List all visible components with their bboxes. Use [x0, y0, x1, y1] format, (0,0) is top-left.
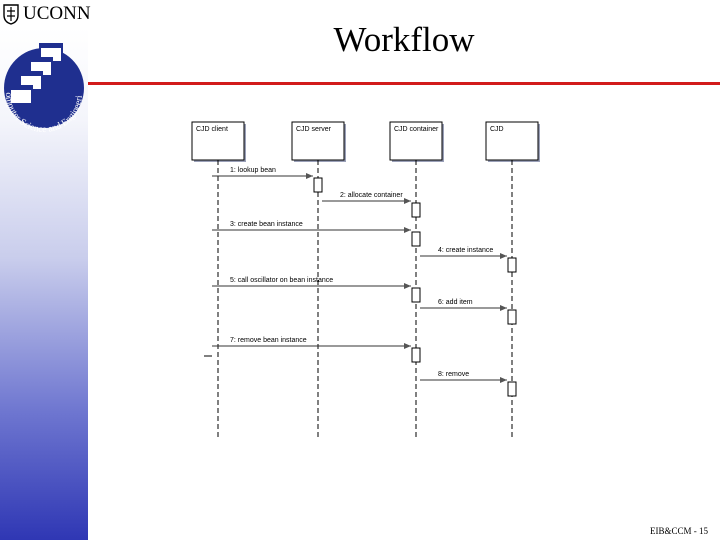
message-label: 2: allocate container: [340, 192, 403, 199]
participant-label: CJD container: [394, 126, 439, 133]
university-seal-icon: [3, 4, 19, 25]
brand-header: UCONN: [2, 2, 91, 26]
arrow-head: [404, 198, 411, 204]
participant-box: [485, 121, 539, 161]
arrow-head: [500, 377, 507, 383]
activation-box: [411, 231, 421, 247]
arrow-head: [500, 253, 507, 259]
arrow-head: [500, 305, 507, 311]
message-label: 4: create instance: [438, 247, 493, 254]
arrow-head: [404, 343, 411, 349]
message-label: 5: call oscillator on bean instance: [230, 277, 333, 284]
message-label: 6: add item: [438, 299, 473, 306]
activation-box: [411, 202, 421, 218]
sequence-diagram: CJD client CJD server CJD container CJD 1: l…: [191, 121, 540, 438]
participant-label: CJD client: [196, 126, 228, 133]
activation-box: [507, 381, 517, 397]
activation-box: [313, 177, 323, 193]
participant-label: CJD: [490, 126, 504, 133]
participant-box: [291, 121, 345, 161]
participant-box: [191, 121, 245, 161]
participant-box: [389, 121, 443, 161]
message-label: 7: remove bean instance: [230, 337, 307, 344]
message-label: 3: create bean instance: [230, 221, 303, 228]
slide-footer: EIB&CCM - 15: [649, 526, 708, 536]
activation-box: [507, 309, 517, 325]
logo-disc: [4, 48, 84, 128]
brand-name: UCONN: [23, 3, 91, 24]
activation-box: [411, 287, 421, 303]
arrow-head: [404, 227, 411, 233]
slide-title: Workflow: [333, 20, 475, 59]
activation-box: [411, 347, 421, 363]
arrow-head: [404, 283, 411, 289]
title-underline: [88, 82, 720, 85]
department-logo: Computer Science and Engineering: [0, 28, 85, 135]
participant-label: CJD server: [296, 126, 332, 133]
message-label: 8: remove: [438, 371, 469, 378]
arrow-head: [306, 173, 313, 179]
stacked-windows-icon: [9, 43, 63, 105]
message-label: 1: lookup bean: [230, 167, 276, 174]
activation-box: [507, 257, 517, 273]
